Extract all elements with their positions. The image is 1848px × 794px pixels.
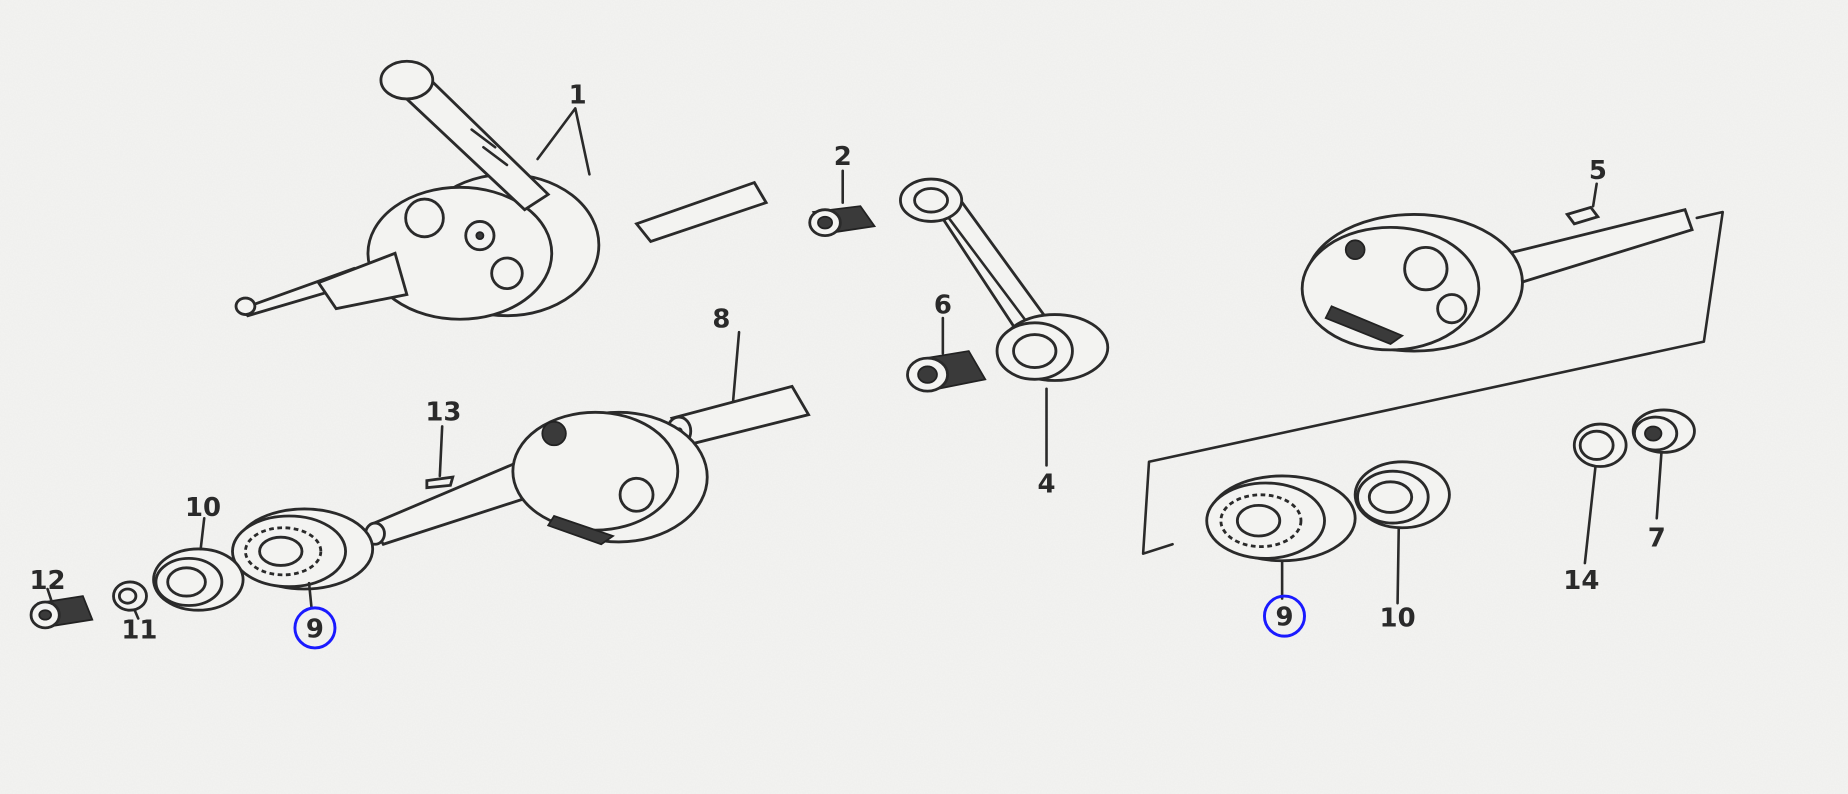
connecting-rod xyxy=(899,177,1110,382)
label-14: 14 xyxy=(1563,566,1599,596)
key xyxy=(1564,205,1601,226)
crank-half-left xyxy=(364,410,709,546)
oil-seal-left xyxy=(152,547,245,612)
leader-line-8 xyxy=(731,330,741,402)
leader-line-12 xyxy=(46,587,54,605)
label-13: 13 xyxy=(425,398,461,428)
washer xyxy=(112,580,148,612)
leader-line-10-right xyxy=(1396,526,1401,605)
label-6: 6 xyxy=(934,290,952,320)
label-1: 1 xyxy=(569,81,587,111)
label-4: 4 xyxy=(1038,469,1056,499)
leader-line-10-left xyxy=(199,517,206,551)
assembly-bracket xyxy=(1141,210,1725,555)
main-bearing-left xyxy=(231,507,375,591)
label-11: 11 xyxy=(121,615,157,645)
label-9-left: 9 xyxy=(306,614,324,644)
leader-line-14 xyxy=(1583,465,1597,565)
highlight-circle-left xyxy=(293,606,337,650)
leader-line-9-left xyxy=(307,581,313,608)
highlight-circle-right xyxy=(1262,594,1306,638)
label-8: 8 xyxy=(712,304,730,334)
crankshaft-assembly xyxy=(234,59,769,321)
leader-line-1 xyxy=(536,107,591,176)
label-9-right: 9 xyxy=(1275,603,1293,633)
label-10-right: 10 xyxy=(1380,604,1416,634)
big-end-bearing xyxy=(906,350,987,393)
main-bearing-right xyxy=(1205,474,1357,563)
small-end-bearing xyxy=(808,205,877,238)
leader-line-5 xyxy=(1591,182,1598,208)
leader-line-7 xyxy=(1655,451,1663,520)
crank-half-right xyxy=(1300,208,1694,353)
label-7: 7 xyxy=(1648,524,1666,554)
label-12: 12 xyxy=(30,566,66,596)
woodruff-key xyxy=(425,475,455,490)
label-2: 2 xyxy=(834,142,852,172)
label-5: 5 xyxy=(1589,156,1607,186)
label-10-left: 10 xyxy=(185,493,221,523)
oil-seal-right xyxy=(1353,460,1451,530)
end-bearing xyxy=(1631,408,1696,454)
leader-line-13 xyxy=(438,425,444,478)
ring xyxy=(1572,422,1628,468)
leader-line-11 xyxy=(133,608,140,620)
